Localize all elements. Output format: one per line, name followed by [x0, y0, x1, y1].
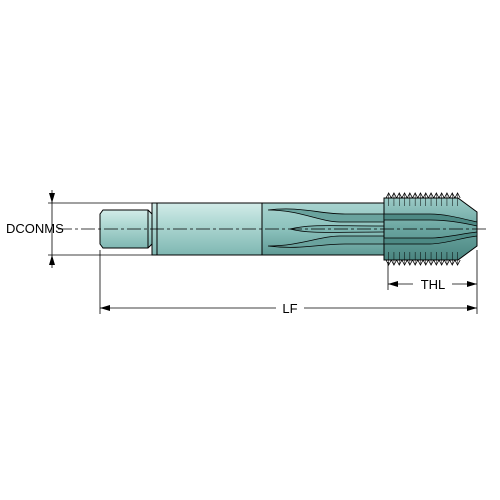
thl-arrow-right [467, 281, 477, 287]
thread-flute-lower [383, 231, 478, 245]
thl-arrow-left [388, 281, 398, 287]
lf-arrow-right [467, 305, 477, 311]
dcon-arrow-bottom [49, 255, 55, 265]
dcon-arrow-top [49, 193, 55, 203]
thread-teeth [385, 192, 461, 266]
lf-label: LF [282, 301, 297, 316]
thl-label: THL [421, 277, 446, 292]
thread-teeth-bottom [385, 259, 461, 266]
dcon-label: DCONMS [6, 221, 64, 236]
thread-crest-lines [388, 194, 458, 264]
thread-teeth-top [385, 192, 461, 199]
thread-flute-upper [383, 213, 478, 227]
lf-arrow-left [100, 305, 110, 311]
